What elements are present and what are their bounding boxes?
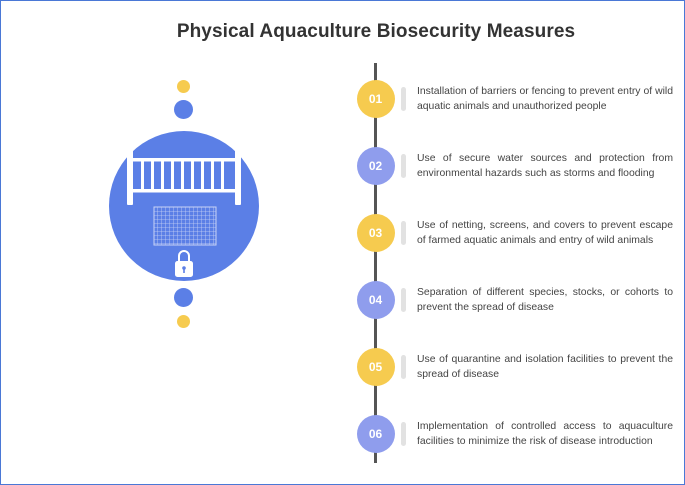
step-description: Use of secure water sources and protecti… (417, 153, 673, 179)
step-connector-tick (401, 221, 406, 245)
page-title: Physical Aquaculture Biosecurity Measure… (176, 21, 576, 42)
step-number-badge: 04 (356, 281, 395, 319)
step-description: Use of quarantine and isolation faciliti… (417, 354, 673, 380)
step-description: Separation of different species, stocks,… (417, 287, 673, 313)
step-connector-tick (401, 154, 406, 178)
net-screen-icon (153, 206, 217, 246)
step-connector-tick (401, 355, 406, 379)
step-connector-tick (401, 422, 406, 446)
illustration-circle (109, 131, 259, 281)
step-description: Use of netting, screens, and covers to p… (417, 220, 673, 246)
step-description: Installation of barriers or fencing to p… (417, 86, 673, 112)
fence-icon (127, 149, 241, 205)
step-number-badge: 06 (356, 415, 395, 453)
step-connector-tick (401, 87, 406, 111)
timeline-line (374, 63, 377, 463)
step-number-badge: 05 (356, 348, 395, 386)
decor-dot-blue-bottom (174, 288, 193, 307)
step-description: Implementation of controlled access to a… (417, 421, 673, 447)
biosecurity-illustration (127, 149, 241, 277)
step-number-badge: 01 (356, 80, 395, 118)
decor-dot-yellow-bottom (177, 315, 190, 328)
decor-dot-yellow-top (177, 80, 190, 93)
padlock-icon (175, 250, 193, 277)
step-number-badge: 03 (356, 214, 395, 252)
decor-dot-blue-top (174, 100, 193, 119)
step-number-badge: 02 (356, 147, 395, 185)
step-connector-tick (401, 288, 406, 312)
